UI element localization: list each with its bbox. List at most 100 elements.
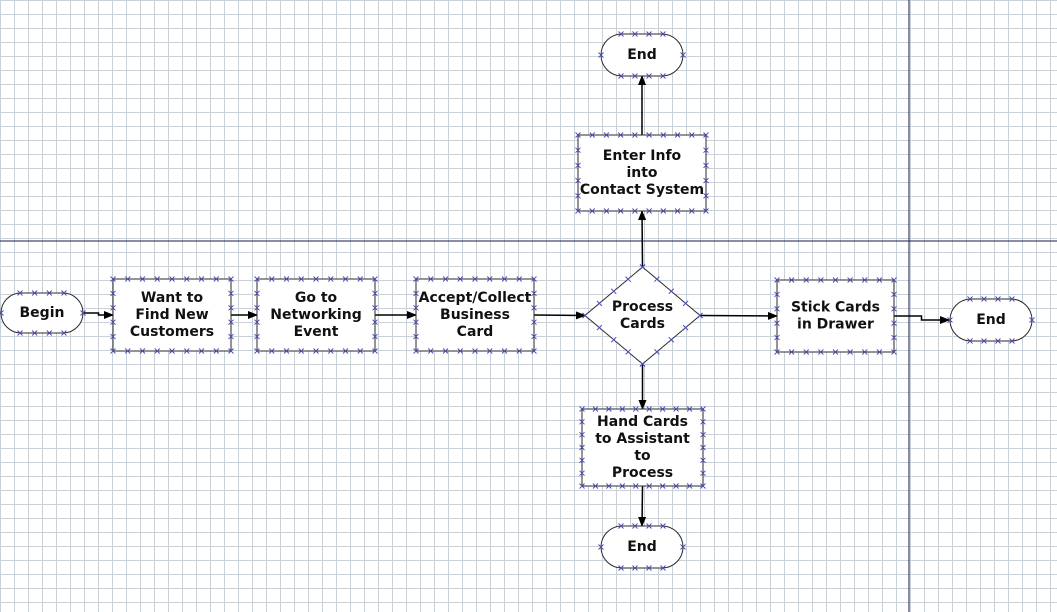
connection-point (124, 348, 131, 354)
connection-point (700, 483, 706, 489)
connection-point (46, 290, 53, 296)
connection-point (198, 348, 205, 354)
connection-point (618, 565, 624, 571)
connection-point (486, 276, 493, 282)
connection-point (254, 276, 260, 282)
node-begin[interactable]: Begin (0, 290, 86, 336)
connection-point (313, 276, 319, 282)
connection-point (660, 73, 666, 79)
connection-point (703, 208, 709, 214)
process-box (581, 408, 704, 487)
connection-point (413, 276, 419, 282)
connection-point (372, 333, 378, 340)
process-box (776, 279, 895, 353)
connection-point (298, 348, 305, 354)
node-label-line: Networking (270, 307, 361, 323)
connection-point (995, 296, 1001, 302)
connector-process-cards-to-enter-info[interactable] (638, 210, 647, 268)
node-end-top[interactable]: End (598, 31, 686, 79)
connection-point (254, 290, 260, 297)
connection-point (774, 349, 780, 355)
connection-point (660, 565, 666, 571)
connection-point (606, 406, 612, 412)
connection-point (254, 319, 260, 326)
node-label-line: Process (612, 299, 673, 315)
connection-point (598, 52, 604, 58)
connection-point (632, 406, 639, 412)
connection-point (617, 208, 624, 214)
connection-point (832, 349, 839, 355)
connection-point (680, 544, 686, 550)
connection-point (659, 406, 666, 412)
connection-point (686, 483, 693, 489)
connector-hand-cards-to-end-bottom[interactable] (638, 485, 647, 527)
connection-point (592, 483, 599, 489)
connection-point (582, 312, 588, 319)
connection-point (774, 277, 780, 283)
connector-begin-to-want-customers[interactable] (84, 311, 114, 319)
connection-point (700, 406, 706, 412)
connection-point (1009, 296, 1015, 302)
process-box (577, 134, 707, 212)
connection-point (183, 348, 190, 354)
connection-point (1009, 338, 1015, 344)
connection-point (803, 349, 810, 355)
connection-point (472, 276, 478, 282)
connection-point (703, 132, 709, 138)
connection-point (575, 162, 581, 169)
connection-point (579, 457, 585, 464)
connection-point (17, 330, 23, 336)
connection-point (372, 304, 378, 311)
connection-point (700, 457, 706, 464)
connection-point (673, 483, 679, 489)
connection-point (531, 333, 537, 340)
connection-point (357, 348, 364, 354)
node-label-line: Contact System (580, 182, 704, 198)
connection-point (501, 348, 508, 354)
connection-point (228, 276, 234, 282)
connection-point (610, 288, 617, 295)
connection-point (61, 330, 67, 336)
connection-point (617, 132, 624, 138)
connection-point (703, 177, 709, 184)
connection-point (268, 348, 275, 354)
connection-point (654, 349, 660, 355)
connection-point (413, 333, 419, 340)
connection-point (603, 208, 610, 214)
connection-point (110, 333, 116, 340)
node-end-right[interactable]: End (947, 296, 1035, 344)
connector-collect-card-to-process-cards[interactable] (533, 311, 586, 320)
connection-point (579, 483, 585, 489)
connection-point (632, 132, 638, 138)
connection-point (700, 419, 706, 425)
connection-point (327, 348, 334, 354)
node-end-bottom[interactable]: End (598, 523, 686, 571)
connection-point (198, 276, 205, 282)
connection-point (254, 333, 260, 340)
connection-point (774, 291, 780, 298)
connection-point (674, 132, 681, 138)
connection-point (697, 312, 703, 319)
connection-point (674, 208, 681, 214)
connection-point (610, 336, 617, 343)
node-label-line: Want to (141, 290, 204, 306)
connection-point (596, 300, 603, 307)
connector-process-cards-to-stick-cards[interactable] (699, 311, 778, 320)
connection-point (531, 290, 537, 297)
node-label-line: Find New (135, 307, 208, 323)
connection-point (682, 324, 689, 331)
connection-point (413, 319, 419, 326)
connector-stick-cards-to-end-right[interactable] (894, 315, 950, 324)
connection-point (154, 348, 161, 354)
connection-point (606, 483, 612, 489)
connection-point (486, 348, 493, 354)
connection-point (342, 348, 349, 354)
